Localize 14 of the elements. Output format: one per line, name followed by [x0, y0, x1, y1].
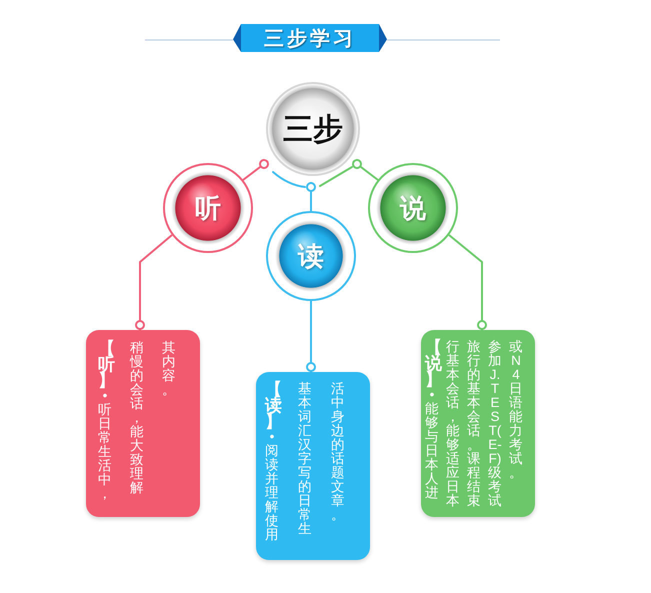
text-card	[256, 372, 370, 560]
text-card	[421, 330, 535, 517]
circle-node: 说	[368, 163, 458, 253]
connector-line	[448, 234, 487, 330]
circle-node: 听	[163, 163, 253, 253]
connector-line	[306, 301, 316, 372]
circle-node: 三步	[266, 82, 360, 176]
connector-line	[352, 159, 379, 181]
connector-line	[306, 182, 316, 211]
connector-line	[242, 159, 270, 181]
circle-node: 读	[266, 211, 356, 301]
title-banner: 三步学习	[233, 24, 387, 52]
connector-line	[135, 234, 173, 330]
text-card	[86, 330, 200, 517]
